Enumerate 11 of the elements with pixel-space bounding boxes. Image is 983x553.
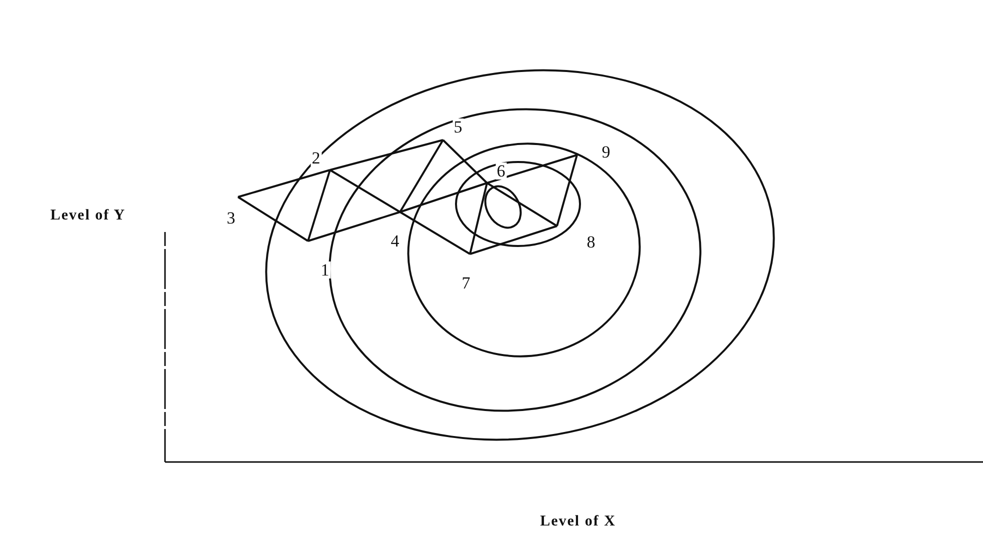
vertex-number: 6 xyxy=(496,162,506,180)
vertex-number: 4 xyxy=(390,232,400,250)
vertex-number: 9 xyxy=(600,144,612,160)
vertex-number: 1 xyxy=(320,262,330,278)
vertex-number: 5 xyxy=(452,118,464,136)
vertex-number: 7 xyxy=(460,274,472,292)
axis-label: Level of X xyxy=(540,514,616,530)
vertex-number: 3 xyxy=(226,210,236,226)
vertex-number: 2 xyxy=(310,150,322,166)
vertex-number: 8 xyxy=(586,234,596,250)
axis-label: Level of Y xyxy=(50,208,126,224)
